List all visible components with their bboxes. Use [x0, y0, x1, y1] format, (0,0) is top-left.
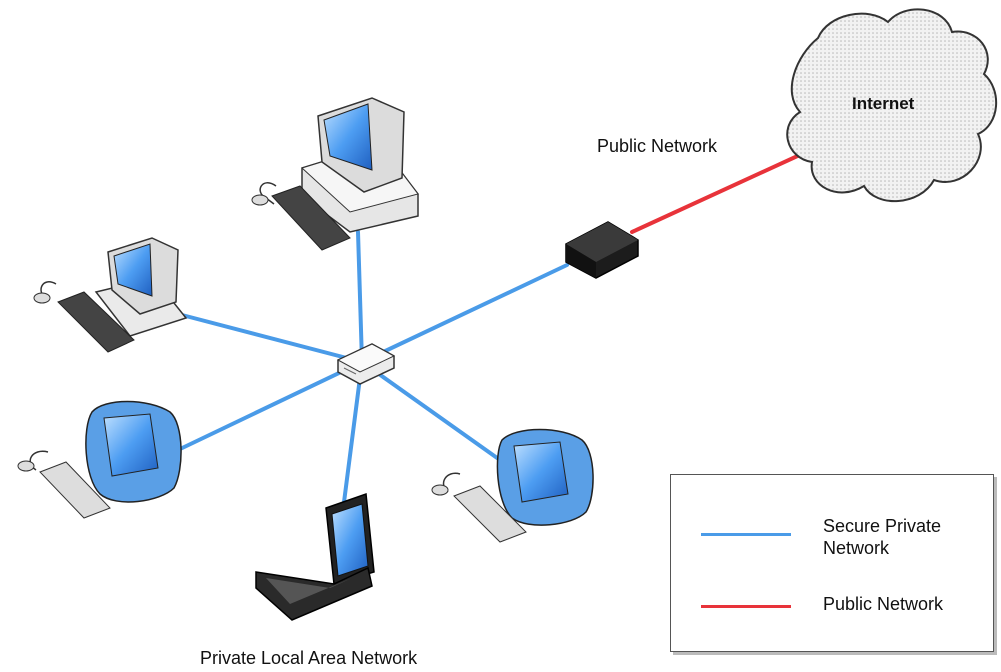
switch-icon	[336, 343, 396, 385]
desktop-computer-top-icon	[251, 97, 419, 251]
legend-line-private	[701, 533, 791, 536]
public-link	[630, 140, 830, 234]
imac-left-icon	[17, 400, 182, 519]
internet-cloud-icon	[786, 8, 997, 202]
internet-label: Internet	[852, 94, 915, 113]
legend-label-private: Secure Private Network	[823, 516, 942, 558]
link-switch-desktop-top	[356, 230, 364, 364]
legend: Secure Private Network Public Network	[670, 474, 994, 652]
link-switch-router	[360, 263, 569, 364]
router-icon	[565, 221, 639, 279]
laptop-icon	[255, 492, 375, 621]
link-switch-laptop	[341, 360, 364, 512]
legend-label-public: Public Network	[823, 594, 944, 614]
link-switch-desktop-left	[180, 313, 364, 364]
public-network-label: Public Network	[597, 136, 718, 156]
private-links	[176, 230, 569, 512]
legend-line-public	[701, 605, 791, 608]
imac-right-icon	[431, 428, 594, 543]
lan-label: Private Local Area Network	[200, 648, 418, 668]
link-switch-imac-right	[360, 360, 502, 462]
desktop-computer-left-icon	[33, 237, 188, 353]
link-switch-imac-left	[176, 360, 364, 452]
